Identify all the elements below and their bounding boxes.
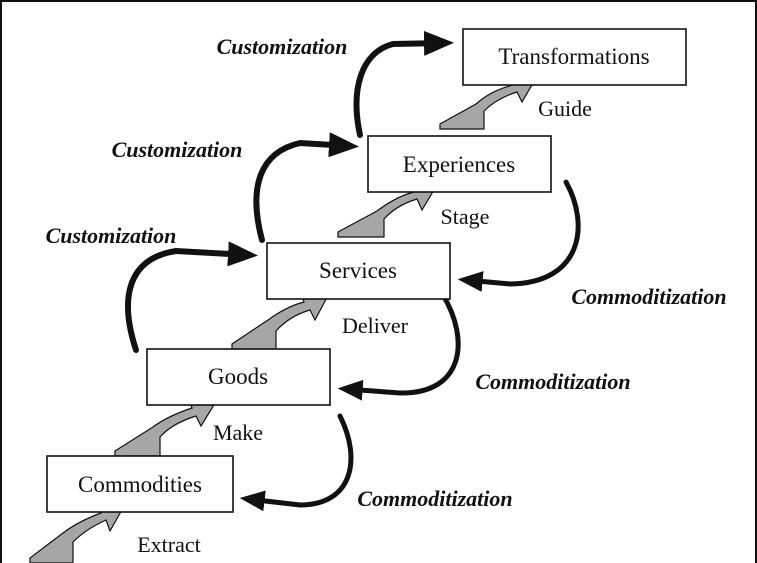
services-box <box>266 242 451 300</box>
commoditization-label-3: Commoditization <box>357 486 512 511</box>
deliver-label: Deliver <box>342 313 409 338</box>
experiences-box <box>367 135 552 193</box>
customization-arrow-3 <box>353 30 454 138</box>
stage-commodities: Commodities <box>46 455 234 513</box>
guide-label: Guide <box>538 96 592 121</box>
goods-label: Goods <box>208 364 268 389</box>
commoditization-arrow-3 <box>239 413 354 512</box>
make-label: Make <box>213 420 263 445</box>
extract-label: Extract <box>137 532 201 557</box>
transformations-box <box>462 28 687 86</box>
customization-label-3: Customization <box>217 34 348 59</box>
services-label: Services <box>319 258 397 283</box>
stage-label: Stage <box>441 204 490 229</box>
commoditization-arrow-1 <box>457 179 581 292</box>
goods-box <box>146 348 331 406</box>
customization-arrow-1 <box>125 241 258 353</box>
customization-label-2: Customization <box>112 137 243 162</box>
stage-goods: Goods <box>146 348 331 406</box>
customization-label-1: Customization <box>46 223 177 248</box>
commoditization-label-2: Commoditization <box>475 369 630 394</box>
stage-experiences: Experiences <box>367 135 552 193</box>
commoditization-label-1: Commoditization <box>571 284 726 309</box>
customization-arrow-2 <box>253 132 359 243</box>
commoditization-arrow-2 <box>337 292 461 401</box>
experiences-label: Experiences <box>403 152 515 177</box>
stage-transformations: Transformations <box>462 28 687 86</box>
transformations-label: Transformations <box>498 44 649 69</box>
commodities-label: Commodities <box>78 472 202 497</box>
commodities-box <box>46 455 234 513</box>
stage-services: Services <box>266 242 451 300</box>
